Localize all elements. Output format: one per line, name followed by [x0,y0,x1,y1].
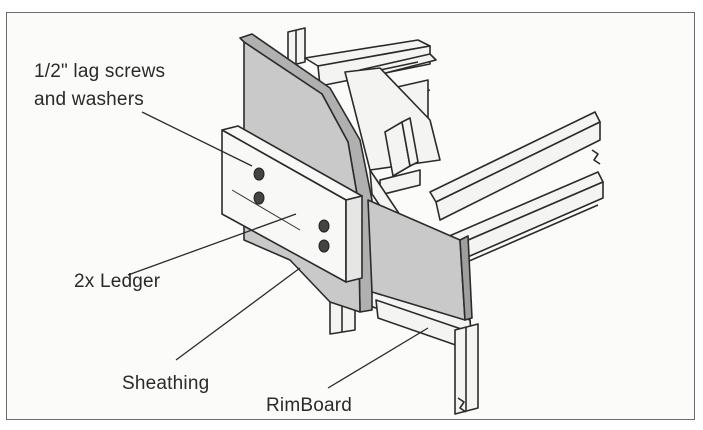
label-ledger: 2x Ledger [74,271,161,292]
label-lag-screws-line1: 1/2" lag screws [34,61,166,82]
label-lag-screws-line2: and washers [34,89,144,110]
leader-lines [127,111,429,389]
ledger-board [221,125,363,283]
label-sheathing: Sheathing [122,373,210,394]
label-rimboard: RimBoard [266,395,353,416]
floor-joist-upper [429,111,601,221]
blocking [344,67,441,196]
lower-post [454,323,479,415]
lag-screw-heads [253,167,330,253]
